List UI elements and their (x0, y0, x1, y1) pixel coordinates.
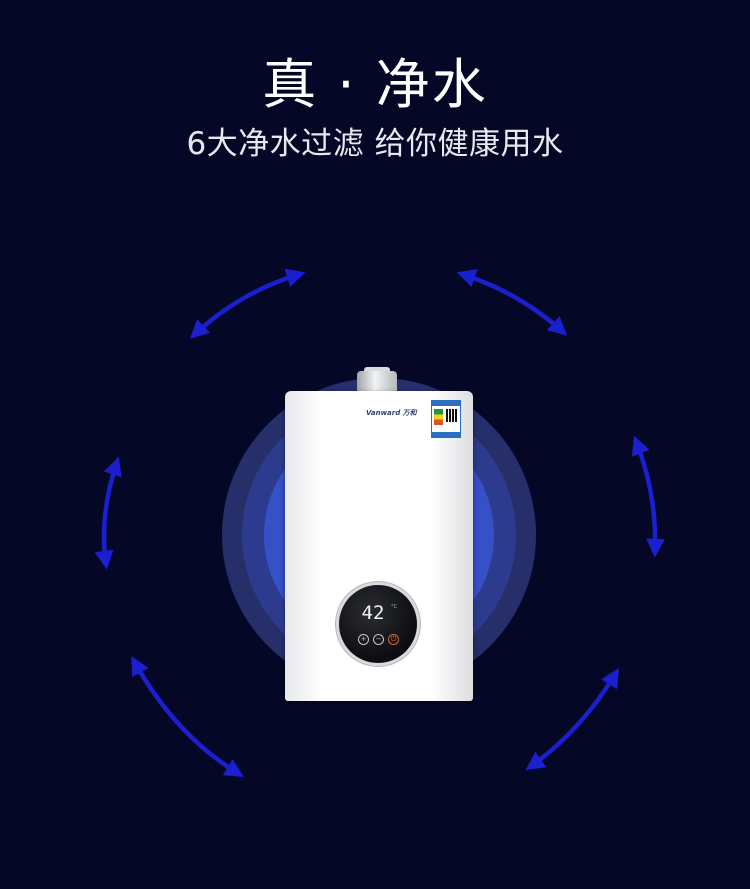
temperature-display: 42 (361, 602, 385, 624)
energy-label (431, 400, 461, 438)
page-title: 真 · 净水 (262, 53, 488, 116)
curved-double-arrow-icon (131, 656, 244, 777)
temperature-unit: °C (391, 604, 397, 610)
plus-icon[interactable]: + (358, 634, 369, 645)
curved-double-arrow-icon (94, 456, 122, 570)
qr-code-icon (446, 409, 457, 422)
curved-double-arrow-icon (456, 269, 568, 336)
curved-double-arrow-icon (189, 268, 306, 339)
control-panel (339, 585, 417, 663)
energy-rating-bars (434, 409, 443, 425)
heater-flue (357, 371, 397, 393)
curved-double-arrow-icon (631, 435, 665, 558)
minus-icon[interactable]: − (373, 634, 384, 645)
power-icon[interactable]: ⏻ (388, 634, 399, 645)
page-subtitle: 6大净水过滤 给你健康用水 (186, 126, 564, 162)
curved-double-arrow-icon (525, 668, 619, 771)
brand-logo: Vanward 万和 (366, 409, 417, 417)
